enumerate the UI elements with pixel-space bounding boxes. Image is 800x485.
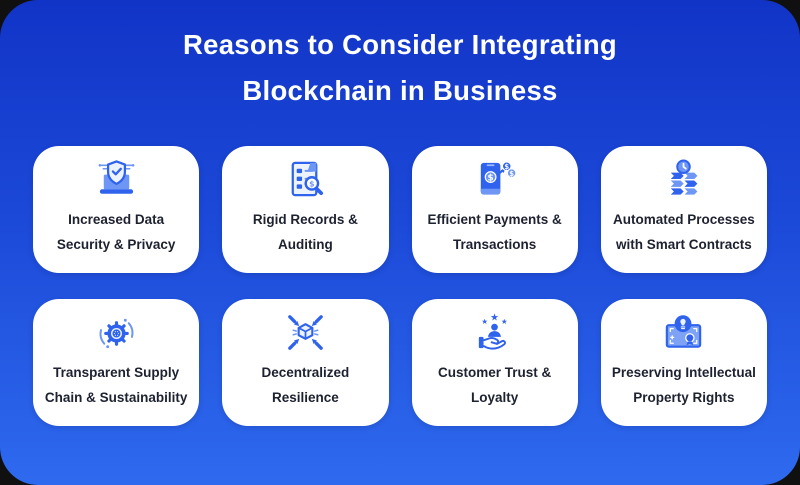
card-label: Customer Trust & Loyalty <box>438 360 551 410</box>
card-label: Efficient Payments & Transactions <box>427 207 561 257</box>
decentralized-cube-icon <box>282 307 329 357</box>
card-data-security: Increased Data Security & Privacy <box>33 146 200 273</box>
title-line-1: Reasons to Consider Integrating <box>182 29 618 60</box>
card-label: Transparent Supply Chain & Sustainabilit… <box>45 360 188 410</box>
intellectual-property-icon <box>660 307 707 357</box>
card-label-line1: Transparent Supply <box>53 365 180 380</box>
card-label-line2: Resilience <box>271 390 339 405</box>
mobile-payment-icon: $ $ $ <box>471 154 518 204</box>
svg-text:★: ★ <box>490 312 499 323</box>
customer-loyalty-hand-icon: ★ ★ ★ <box>471 307 518 357</box>
card-grid: Increased Data Security & Privacy $ <box>33 146 767 426</box>
card-decentralized-resilience: Decentralized Resilience <box>222 299 389 426</box>
smart-contract-automation-icon <box>660 154 707 204</box>
card-label: Automated Processes with Smart Contracts <box>613 207 755 257</box>
card-label-line2: Property Rights <box>633 390 735 405</box>
page-title: Reasons to Consider Integrating Blockcha… <box>0 0 800 114</box>
card-label-line1: Efficient Payments & <box>427 212 562 227</box>
records-audit-icon: $ <box>282 154 329 204</box>
title-line-2: Blockchain in Business <box>242 75 558 106</box>
card-payments-transactions: $ $ $ Efficient Payments & Transactions <box>411 146 578 273</box>
card-customer-trust: ★ ★ ★ Customer Trust & Loyalty <box>411 299 578 426</box>
svg-text:★: ★ <box>482 317 489 326</box>
card-label-line1: Customer Trust & <box>437 365 552 380</box>
card-label-line2: Auditing <box>278 237 333 252</box>
card-label-line1: Automated Processes <box>612 212 755 227</box>
card-records-auditing: $ Rigid Records & Auditing <box>222 146 389 273</box>
card-label-line1: Rigid Records & <box>252 212 358 227</box>
card-smart-contracts: Automated Processes with Smart Contracts <box>600 146 767 273</box>
svg-text:$: $ <box>309 179 314 188</box>
svg-text:$: $ <box>504 163 509 171</box>
supply-chain-gear-icon <box>93 307 140 357</box>
svg-text:$: $ <box>488 173 494 183</box>
card-label: Rigid Records & Auditing <box>253 207 358 257</box>
card-supply-chain: Transparent Supply Chain & Sustainabilit… <box>33 299 200 426</box>
card-label-line1: Preserving Intellectual <box>611 365 756 380</box>
card-label-line2: Transactions <box>452 237 537 252</box>
card-label-line2: Chain & Sustainability <box>44 390 188 405</box>
card-intellectual-property: Preserving Intellectual Property Rights <box>600 299 767 426</box>
card-label: Increased Data Security & Privacy <box>57 207 176 257</box>
card-label-line2: Loyalty <box>470 390 519 405</box>
card-label-line1: Decentralized <box>261 365 350 380</box>
svg-text:★: ★ <box>501 317 508 326</box>
card-label: Preserving Intellectual Property Rights <box>612 360 756 410</box>
card-label: Decentralized Resilience <box>261 360 349 410</box>
card-label-line2: Security & Privacy <box>56 237 176 252</box>
svg-text:$: $ <box>509 169 514 177</box>
laptop-shield-icon <box>93 154 140 204</box>
card-label-line1: Increased Data <box>68 212 165 227</box>
card-label-line2: with Smart Contracts <box>615 237 752 252</box>
